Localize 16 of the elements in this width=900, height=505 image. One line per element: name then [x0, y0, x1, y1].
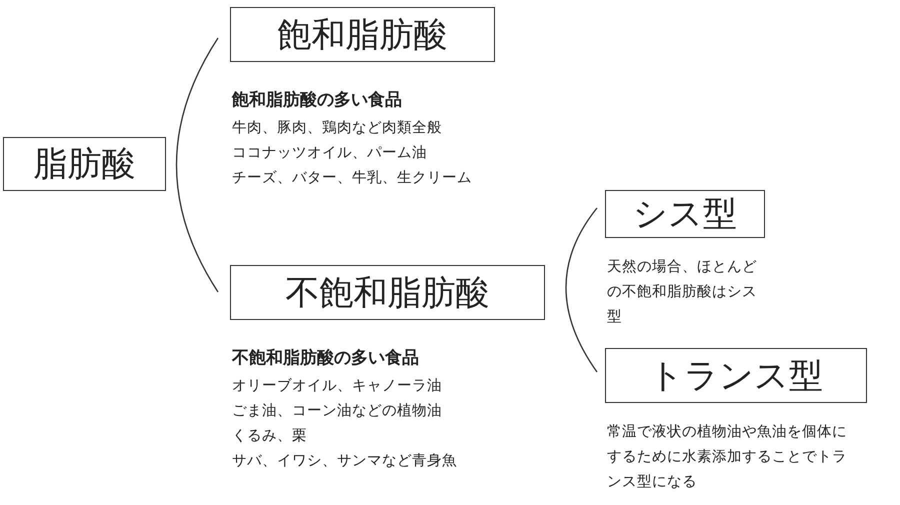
food-item: オリーブオイル、キャノーラ油 — [232, 377, 442, 396]
term-box: 飽和脂肪酸 — [230, 7, 495, 62]
food-item: サバ、イワシ、サンマなど青身魚 — [232, 452, 457, 471]
food-item: チーズ、バター、牛乳、生クリーム — [232, 169, 472, 188]
list-heading: 飽和脂肪酸の多い食品 — [232, 89, 402, 111]
term-box: シス型 — [605, 190, 765, 238]
food-item: ごま油、コーン油などの植物油 — [232, 402, 442, 421]
note-text: 常温で液状の植物油や魚油を個体にするために水素添加することでトランス型になる — [607, 422, 848, 492]
food-item: くるみ、栗 — [232, 427, 307, 446]
food-item: 牛肉、豚肉、鶏肉など肉類全般 — [232, 119, 442, 138]
food-item: ココナッツオイル、パーム油 — [232, 144, 427, 163]
list-heading: 不飽和脂肪酸の多い食品 — [232, 347, 419, 369]
term-box: トランス型 — [605, 348, 867, 403]
note-text: 天然の場合、ほとんどの不飽和脂肪酸はシス型 — [607, 258, 758, 327]
term-box: 不飽和脂肪酸 — [230, 265, 545, 320]
term-box: 脂肪酸 — [3, 137, 166, 191]
